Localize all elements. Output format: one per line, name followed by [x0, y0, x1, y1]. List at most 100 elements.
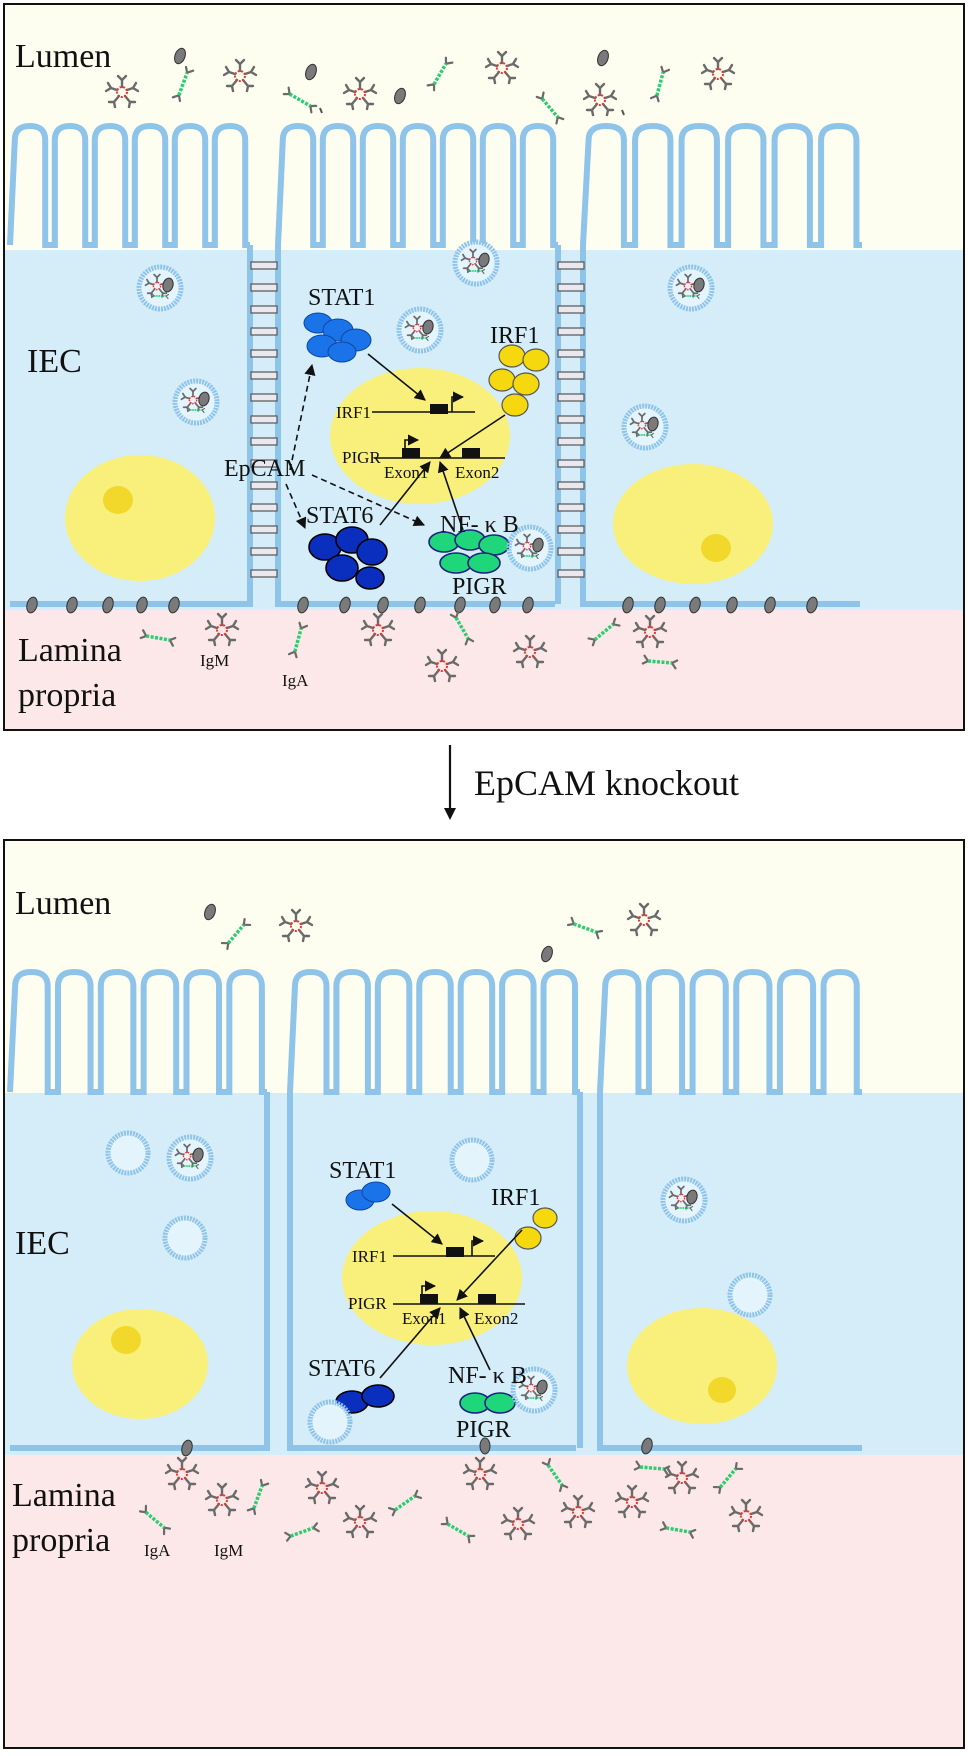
- junction-rung: [250, 459, 278, 468]
- pigr-receptor: [377, 596, 389, 614]
- nucleus-left: [65, 455, 215, 581]
- pigr-gene-label: PIGR: [342, 448, 381, 467]
- pigr-receptor: [339, 596, 351, 614]
- microvilli-right: [580, 122, 862, 248]
- irf1-gene-label: IRF1: [352, 1247, 387, 1266]
- irf1-protein: [514, 1207, 558, 1250]
- nucleolus-right: [708, 1377, 736, 1403]
- exon2-label: Exon2: [455, 463, 499, 482]
- microvillus-outline: [7, 968, 267, 1095]
- junction-rung: [250, 525, 278, 534]
- lumen-label: Lumen: [15, 885, 111, 922]
- pigr-receptor: [136, 596, 148, 614]
- junction-rung: [557, 415, 585, 424]
- nucleus-right: [613, 464, 773, 584]
- stat6-protein: [308, 526, 388, 590]
- regulation-arrows: [285, 353, 506, 531]
- pigr-receptor: [689, 596, 701, 614]
- exon1-label: Exon1: [402, 1309, 446, 1328]
- epcam-label: EpCAM: [224, 456, 305, 482]
- microvillus-outline: [7, 122, 250, 248]
- microvilli-right: [597, 968, 862, 1095]
- iga-label: IgA: [282, 671, 309, 690]
- stat1-label: STAT1: [308, 285, 375, 311]
- microvillus-outline: [597, 968, 862, 1095]
- irf1-protein-label: IRF1: [490, 323, 539, 349]
- nucleus-left: [72, 1309, 208, 1419]
- pigr-receptor: [102, 596, 114, 614]
- irf1-gene-label: IRF1: [336, 403, 371, 422]
- panel-wildtype: Lumen IEC Lamina propria STAT1 IRF1 IRF1…: [3, 3, 965, 731]
- junction-rung: [250, 283, 278, 292]
- junction-rung: [557, 547, 585, 556]
- lumen-particles: [104, 47, 736, 126]
- junction-rung: [250, 349, 278, 358]
- nfkb-protein: [428, 529, 510, 574]
- pigr-receptor: [489, 596, 501, 614]
- irf1-protein: [488, 344, 550, 417]
- junction-rung: [557, 459, 585, 468]
- lamina-label-line1: Lamina: [18, 632, 122, 669]
- junction-rung: [250, 569, 278, 578]
- junction-rung: [557, 305, 585, 314]
- lamina-propria-region: [5, 610, 963, 729]
- irf1-protein-label: IRF1: [491, 1185, 540, 1211]
- exon2-box: [478, 1294, 496, 1304]
- exon1-box: [420, 1294, 438, 1304]
- regulation-arrows: [379, 1203, 523, 1379]
- microvilli-left: [7, 968, 267, 1095]
- nucleus-center: [330, 368, 510, 504]
- pigr-receptor: [522, 596, 534, 614]
- pigr-receptor: [806, 596, 818, 614]
- junction-rung: [250, 503, 278, 512]
- exon2-label: Exon2: [474, 1309, 518, 1328]
- igm-label: IgM: [200, 651, 229, 670]
- pigr-receptor: [66, 596, 78, 614]
- junction-rung: [250, 547, 278, 556]
- gene-diagram: [393, 1235, 525, 1305]
- nfkb-label: NF- κ B: [448, 1363, 527, 1389]
- junction-rung: [250, 393, 278, 402]
- junction-rung: [557, 283, 585, 292]
- pigr-receptors-basal: [181, 1437, 653, 1457]
- nucleolus-left: [111, 1326, 141, 1354]
- pigr-receptor: [26, 596, 38, 614]
- junction-rung: [250, 481, 278, 490]
- junction-rung: [557, 525, 585, 534]
- microvilli-left: [7, 122, 250, 248]
- microvilli-center: [287, 968, 580, 1095]
- pigr-gene-label: PIGR: [348, 1294, 387, 1313]
- microvillus-outline: [275, 122, 558, 248]
- pigr-receptor: [726, 596, 738, 614]
- nucleus-right: [627, 1308, 777, 1424]
- stat1-protein: [345, 1181, 391, 1211]
- lamina-label-line2: propria: [18, 677, 116, 714]
- nfkb-label: NF- κ B: [440, 512, 519, 538]
- pigr-protein-label: PIGR: [456, 1417, 511, 1443]
- nucleolus-left: [103, 486, 133, 514]
- tight-junction-right: [557, 261, 585, 578]
- iga-label: IgA: [144, 1541, 171, 1560]
- lamina-propria-region: [5, 1455, 963, 1747]
- nucleolus-right: [701, 534, 731, 562]
- lamina-label-line1: Lamina: [12, 1477, 116, 1514]
- stat1-protein: [303, 312, 372, 363]
- junction-rung: [250, 327, 278, 336]
- stat6-label: STAT6: [306, 503, 373, 529]
- microvillus-outline: [287, 968, 580, 1095]
- junction-rung: [557, 261, 585, 270]
- lamina-label-line2: propria: [12, 1522, 110, 1559]
- pigr-receptor: [654, 596, 666, 614]
- junction-rung: [557, 481, 585, 490]
- junction-rung: [557, 437, 585, 446]
- junction-rung: [250, 371, 278, 380]
- pigr-receptor: [168, 596, 180, 614]
- knockout-transition: EpCAM knockout: [444, 745, 739, 820]
- junction-rung: [557, 503, 585, 512]
- pigr-receptors-basal: [26, 596, 818, 614]
- nfkb-protein: [459, 1392, 516, 1414]
- lumen-region: [5, 841, 963, 1093]
- tight-junction-left: [250, 261, 278, 578]
- junction-rung: [557, 393, 585, 402]
